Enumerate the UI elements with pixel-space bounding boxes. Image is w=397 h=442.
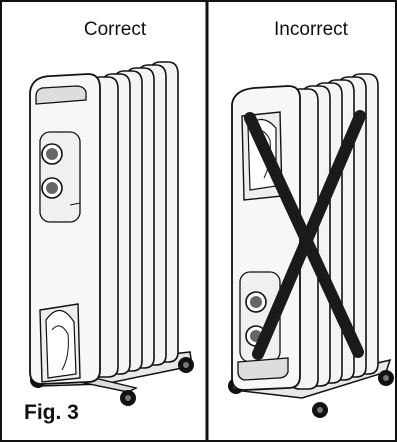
upright-heater: [30, 62, 194, 406]
figure-number: Fig. 3: [24, 401, 79, 425]
incorrect-label: Incorrect: [246, 19, 376, 41]
correct-label: Correct: [60, 19, 170, 41]
